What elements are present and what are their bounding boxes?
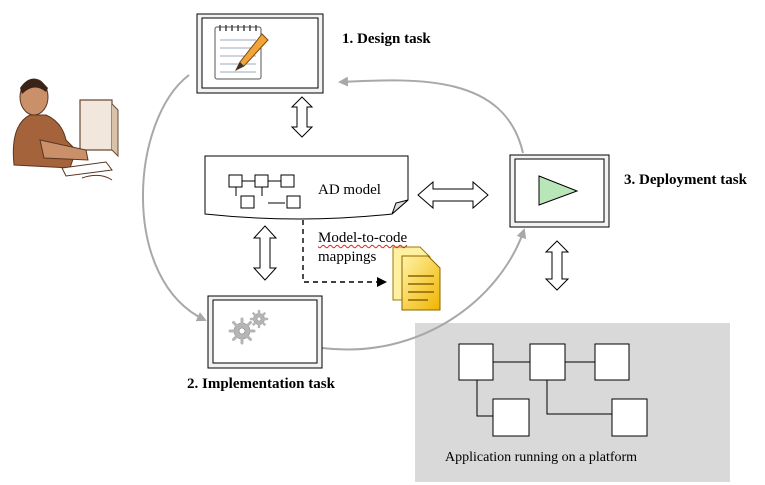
gears-icon <box>228 309 269 345</box>
activity-flow-icon <box>228 174 301 209</box>
mapping-arrow <box>302 220 387 287</box>
play-triangle-icon <box>538 175 579 206</box>
document-stack-icon <box>392 246 441 311</box>
implementation-task-window <box>207 295 323 369</box>
design-task-label: 1. Design task <box>342 31 431 47</box>
platform-label: Application running on a platform <box>445 450 638 465</box>
design-task-window <box>196 13 324 94</box>
ad-model-document <box>204 155 409 220</box>
deployment-task-label: 3. Deployment task <box>624 172 747 188</box>
notepad-pencil-icon <box>214 25 269 80</box>
ad-model-label: AD model <box>318 182 381 198</box>
person-at-computer-icon <box>12 78 119 181</box>
implementation-task-label: 2. Implementation task <box>187 376 335 392</box>
double-arrow-model-deployment <box>417 180 489 210</box>
deployment-task-window <box>509 154 610 228</box>
platform-node <box>458 343 494 381</box>
platform-node <box>529 343 566 381</box>
flow-arrow-design-to-implementation <box>142 74 207 322</box>
platform-node <box>594 343 630 381</box>
flow-arrows <box>142 74 527 351</box>
mapping-label-line1: Model-to-code <box>318 230 408 246</box>
platform-node <box>611 398 648 437</box>
mapping-label: Model-to-code mappings <box>318 229 407 267</box>
double-arrow-deployment-platform <box>544 240 570 291</box>
flow-arrow-deployment-to-design <box>338 76 524 154</box>
mapping-label-line2: mappings <box>318 249 377 265</box>
platform-node-network <box>458 343 648 437</box>
platform-panel <box>415 323 730 482</box>
flow-arrow-implementation-to-deployment <box>321 228 527 351</box>
platform-node <box>492 398 530 437</box>
double-arrow-model-implementation <box>252 225 278 281</box>
double-arrow-design-model <box>290 96 314 138</box>
